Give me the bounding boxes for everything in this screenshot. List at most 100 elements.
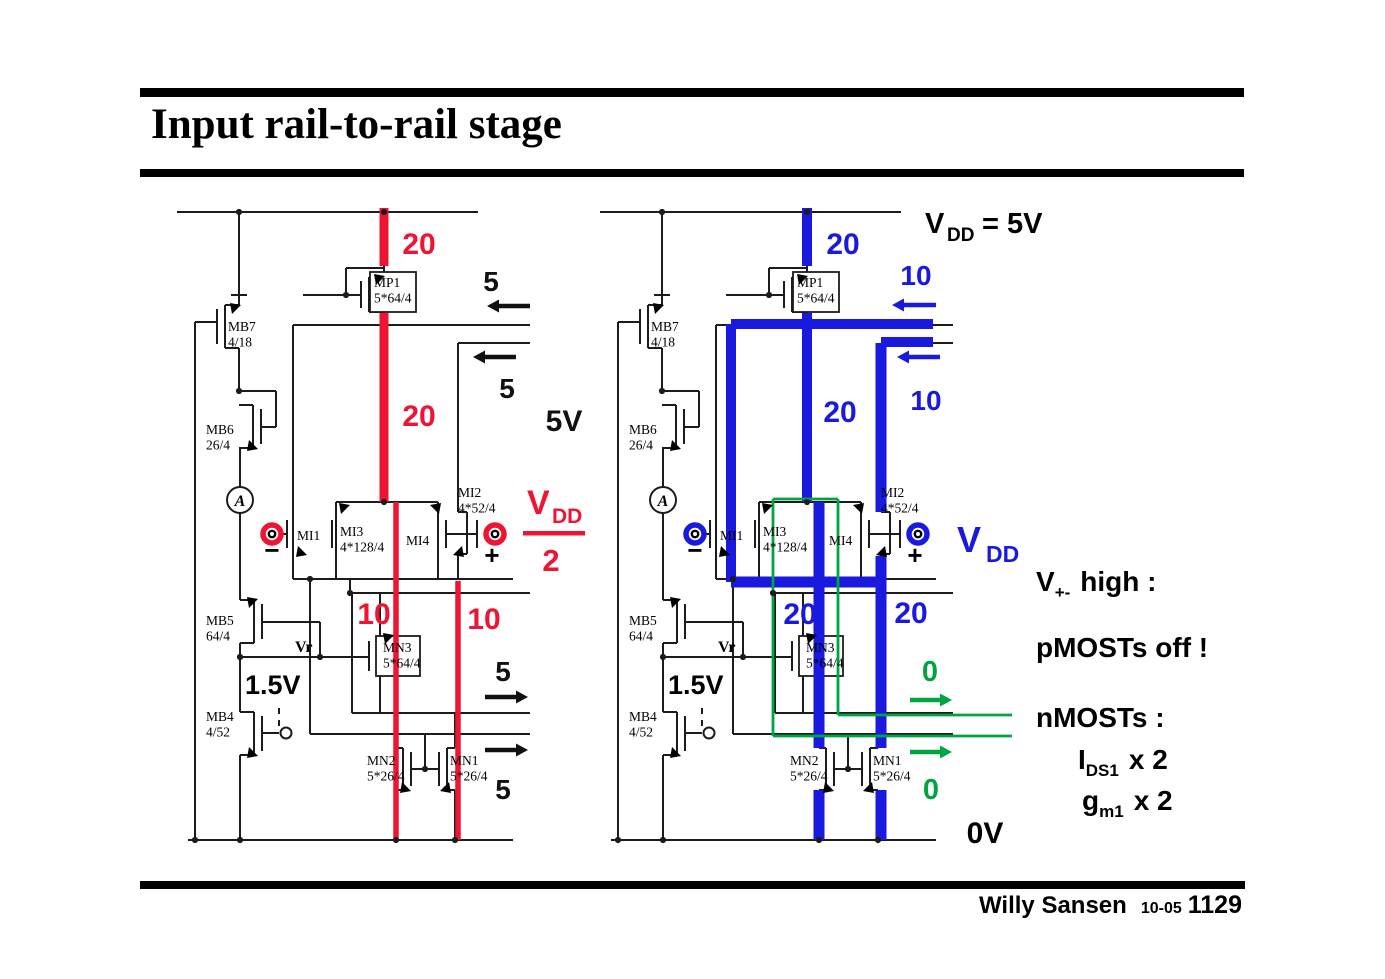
mosfet-arrow (400, 782, 411, 793)
transistor-spec: 5*26/4 (450, 769, 488, 784)
current-value-label: 20 (894, 597, 927, 630)
current-value-label: 5 (495, 774, 511, 805)
current-arrow-head (487, 299, 499, 313)
current-value-label: 5V (546, 405, 583, 438)
footer-rule (140, 881, 1245, 889)
input-terminal-ring (483, 522, 507, 546)
fraction-bar (523, 531, 585, 536)
transistor-spec: 5*26/4 (873, 769, 911, 784)
note-main: nMOSTs : (1036, 702, 1165, 733)
transistor-name: MI2 (458, 485, 481, 500)
right-circuit: A−+MB74/18MB626/4MB564/4MB44/52MP15*64/4… (600, 208, 1012, 844)
transistor-name: MN2 (790, 753, 819, 768)
note-main: g (1082, 785, 1100, 816)
input-terminal-center (490, 529, 500, 539)
current-value-label: 5 (499, 373, 515, 404)
bias-voltage-label: 1.5V (245, 670, 301, 700)
mosfet-arrow (247, 597, 258, 608)
current-arrow-head (892, 298, 904, 312)
junction-dot (815, 836, 823, 844)
current-value-label: 0 (922, 656, 938, 688)
transistor-spec: 26/4 (629, 438, 653, 453)
note-line: nMOSTs : (1036, 702, 1165, 734)
current-arrow-head (940, 693, 952, 707)
transistor-name: MI1 (297, 528, 320, 543)
input-terminal-center (267, 529, 277, 539)
junction-dot (236, 653, 244, 661)
junction-dot (659, 653, 667, 661)
mosfet-arrow (453, 546, 464, 557)
vdd-blue-num: V (957, 519, 981, 560)
current-value-label: 10 (900, 260, 931, 291)
note-rest: x 2 (1128, 744, 1168, 775)
current-value-label: 20 (402, 400, 435, 433)
minus-terminal-label: − (687, 535, 702, 565)
note-main: V (1036, 566, 1055, 597)
junction-dot (765, 291, 773, 299)
mosfet-arrow (383, 633, 394, 644)
note-rest: high : (1080, 566, 1157, 597)
transistor-spec: 5*64/4 (797, 291, 835, 306)
junction-dot (451, 836, 459, 844)
current-value-label: 20 (402, 228, 435, 261)
footer-author: Willy Sansen (978, 892, 1127, 919)
current-value-label: 10 (910, 385, 941, 416)
mosfet-arrow (339, 503, 350, 514)
junction-dot (236, 836, 244, 844)
transistor-spec: 4*128/4 (763, 540, 808, 555)
transistor-spec: 5*64/4 (374, 291, 412, 306)
transistor-name: MB5 (629, 613, 657, 628)
junction-dot (421, 765, 429, 773)
mosfet-arrow (806, 633, 817, 644)
slide-title: Input rail-to-rail stage (151, 101, 562, 148)
transistor-name: MI4 (406, 533, 429, 548)
transistor-spec: 4*52/4 (881, 501, 919, 516)
mosfet-arrow (247, 440, 258, 451)
ammeter-label: A (234, 493, 246, 510)
junction-dot (392, 836, 400, 844)
input-terminal-ring (683, 522, 707, 546)
transistor-name: MI2 (881, 485, 904, 500)
ammeter-circle (226, 486, 254, 514)
note-main: I (1078, 744, 1086, 775)
current-value-label: 20 (783, 598, 816, 631)
vr-label: Vr (718, 639, 735, 656)
footer-page: 1129 (1187, 891, 1242, 919)
input-terminal-center (913, 529, 923, 539)
current-arrow-head (516, 743, 528, 757)
transistor-spec: 4/52 (206, 725, 230, 740)
mosfet-arrow (670, 747, 681, 758)
junction-dot (380, 208, 388, 216)
vdd-half-den: 2 (542, 543, 559, 578)
input-terminal-center (690, 529, 700, 539)
junction-dot (380, 498, 388, 506)
left-circuit: A−+MB74/18MB626/4MB564/4MB44/52MP15*64/4… (177, 208, 583, 844)
mosfet-arrow (670, 440, 681, 451)
junction-dot (739, 653, 747, 661)
current-value-label: 5 (495, 656, 511, 687)
junction-dot (844, 765, 852, 773)
transistor-name: MB6 (206, 422, 234, 437)
mosfet-arrow (853, 503, 864, 514)
note-subscript: +- (1054, 583, 1071, 602)
mosfet-arrow (863, 782, 874, 793)
transistor-name: MB4 (206, 709, 234, 724)
title-bottom-rule (140, 169, 1244, 177)
junction-dot (614, 836, 622, 844)
transistor-spec: 64/4 (629, 629, 653, 644)
mosfet-arrow (670, 597, 681, 608)
transistor-name: MI1 (720, 528, 743, 543)
transistor-name: MI3 (340, 524, 363, 539)
ground-label: 0V (967, 817, 1004, 850)
vdd-half-num: V (527, 484, 550, 522)
mosfet-arrow (247, 747, 258, 758)
mosfet-arrow (440, 782, 451, 793)
junction-dot (769, 589, 777, 597)
transistor-spec: 5*64/4 (383, 656, 421, 671)
input-terminal-ring (260, 522, 284, 546)
